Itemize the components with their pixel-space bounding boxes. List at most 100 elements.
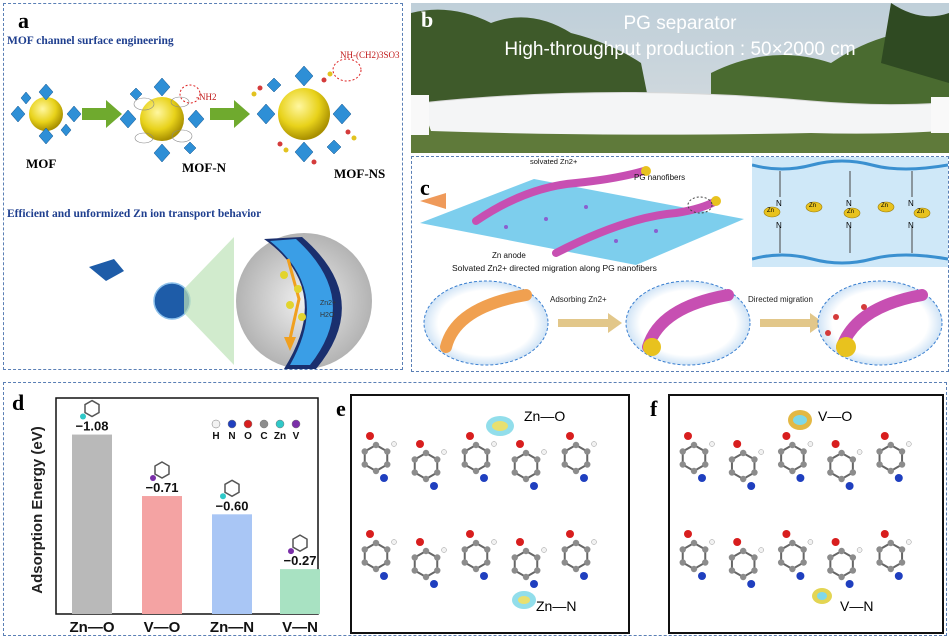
molecule-metal-1 <box>150 475 156 482</box>
aromatic-ring <box>563 541 589 571</box>
zoom-n-2: N <box>846 199 852 208</box>
nitrogen-atom <box>698 474 706 482</box>
hydrogen-atom <box>591 539 597 545</box>
panel-b-line2: High-throughput production : 50×2000 cm <box>504 39 856 60</box>
legend-dot-o <box>243 419 253 429</box>
hydrogen-atom <box>758 547 764 553</box>
nitrogen-atom <box>380 572 388 580</box>
legend-dot-n <box>227 419 237 429</box>
solvated-label: solvated Zn2+ <box>530 157 578 166</box>
oxygen-atom <box>466 432 474 440</box>
hydrogen-atom <box>758 449 764 455</box>
nitrogen-atom <box>698 572 706 580</box>
carbon-atom <box>511 567 518 574</box>
carbon-atom <box>702 461 709 468</box>
carbon-atom <box>461 559 468 566</box>
oxygen-atom <box>880 530 889 538</box>
carbon-atom <box>522 475 530 483</box>
aromatic-ring <box>563 443 589 473</box>
carbon-atom <box>849 469 857 476</box>
panel-e-label: e <box>336 396 346 421</box>
carbon-atom <box>534 456 541 463</box>
v-n-label: V—N <box>840 598 874 614</box>
molecule-insets <box>80 399 308 555</box>
aromatic-ring <box>878 541 904 571</box>
oxygen-atom <box>782 530 791 538</box>
carbon-atom <box>898 448 906 455</box>
carbon-atom <box>522 573 530 581</box>
carbon-atom <box>800 546 807 553</box>
legend-label-n: N <box>228 431 235 442</box>
aromatic-ring <box>829 549 854 579</box>
hydrogen-atom <box>441 547 447 553</box>
carbon-atom <box>372 441 380 449</box>
zn-structures <box>361 416 597 609</box>
bar-value-label-0: −1.08 <box>76 419 109 434</box>
zn-anode-label: Zn anode <box>492 251 526 260</box>
panel-a: a MOF channel surface engineering <box>3 3 403 370</box>
aromatic-ring <box>513 451 539 481</box>
carbon-atom <box>534 469 541 476</box>
oxygen-atom <box>466 530 474 538</box>
panel-e: Zn—O Zn—N <box>350 394 630 634</box>
carbon-atom <box>434 567 441 574</box>
carbon-atom <box>751 554 758 561</box>
nitrogen-atom <box>747 580 756 588</box>
zoom-n-1: N <box>776 199 782 208</box>
carbon-atom <box>679 546 686 553</box>
carbon-atom <box>372 467 380 475</box>
hydrogen-atom <box>906 441 912 447</box>
arrow-2 <box>210 100 250 128</box>
zoom-zn-1: Zn <box>767 208 775 214</box>
panel-b-label: b <box>421 7 434 32</box>
panel-f-label: f <box>650 396 658 421</box>
zoom-n-3: N <box>908 199 914 208</box>
carbon-atom <box>751 469 758 476</box>
bar-3 <box>280 569 320 614</box>
panel-c-caption: Solvated Zn2+ directed migration along P… <box>452 263 657 273</box>
category-label-0: Zn—O <box>70 619 115 636</box>
panel-b-line1: PG separator <box>623 13 737 34</box>
aromatic-ring <box>681 541 707 571</box>
carbon-atom <box>411 456 418 463</box>
oxygen-atom <box>416 538 424 546</box>
nhso3-label: NH-(CH2)3SO3 <box>340 50 400 60</box>
carbon-atom <box>827 554 834 561</box>
carbon-atom <box>361 448 368 455</box>
panel-a-title-top: MOF channel surface engineering <box>7 35 174 47</box>
oxygen-atom <box>831 440 840 448</box>
pg-nanofibers-label: PG nanofibers <box>634 173 686 182</box>
bar-2 <box>212 514 252 614</box>
carbon-atom <box>384 461 391 468</box>
aromatic-ring <box>730 549 756 579</box>
legend-zn: Zn2+ <box>320 300 337 307</box>
carbon-atom <box>422 475 430 483</box>
carbon-atom <box>572 441 580 449</box>
hydrogen-atom <box>491 441 497 447</box>
carbon-atom <box>898 559 906 566</box>
carbon-atom <box>827 456 834 463</box>
zn-o-label: Zn—O <box>524 408 566 424</box>
carbon-atom <box>800 559 807 566</box>
legend-label-h: H <box>212 431 219 442</box>
carbon-atom <box>484 461 491 468</box>
category-label-2: Zn—N <box>210 619 254 636</box>
carbon-atom <box>849 567 857 574</box>
carbon-atom <box>789 539 796 547</box>
carbon-atom <box>411 554 418 561</box>
mof-structure <box>10 83 82 145</box>
carbon-atom <box>838 475 845 483</box>
nitrogen-atom <box>430 580 438 588</box>
molecule-ring-2 <box>224 479 240 498</box>
hydrogen-atom <box>391 539 397 545</box>
carbon-atom <box>728 469 736 476</box>
carbon-atom <box>561 448 568 455</box>
carbon-atom <box>561 546 568 553</box>
carbon-atom <box>361 546 368 553</box>
carbon-atom <box>584 559 591 566</box>
bar-value-label-3: −0.27 <box>284 553 317 568</box>
oxygen-atom <box>566 530 574 538</box>
panel-d-label: d <box>12 390 25 415</box>
carbon-atom <box>511 456 518 463</box>
